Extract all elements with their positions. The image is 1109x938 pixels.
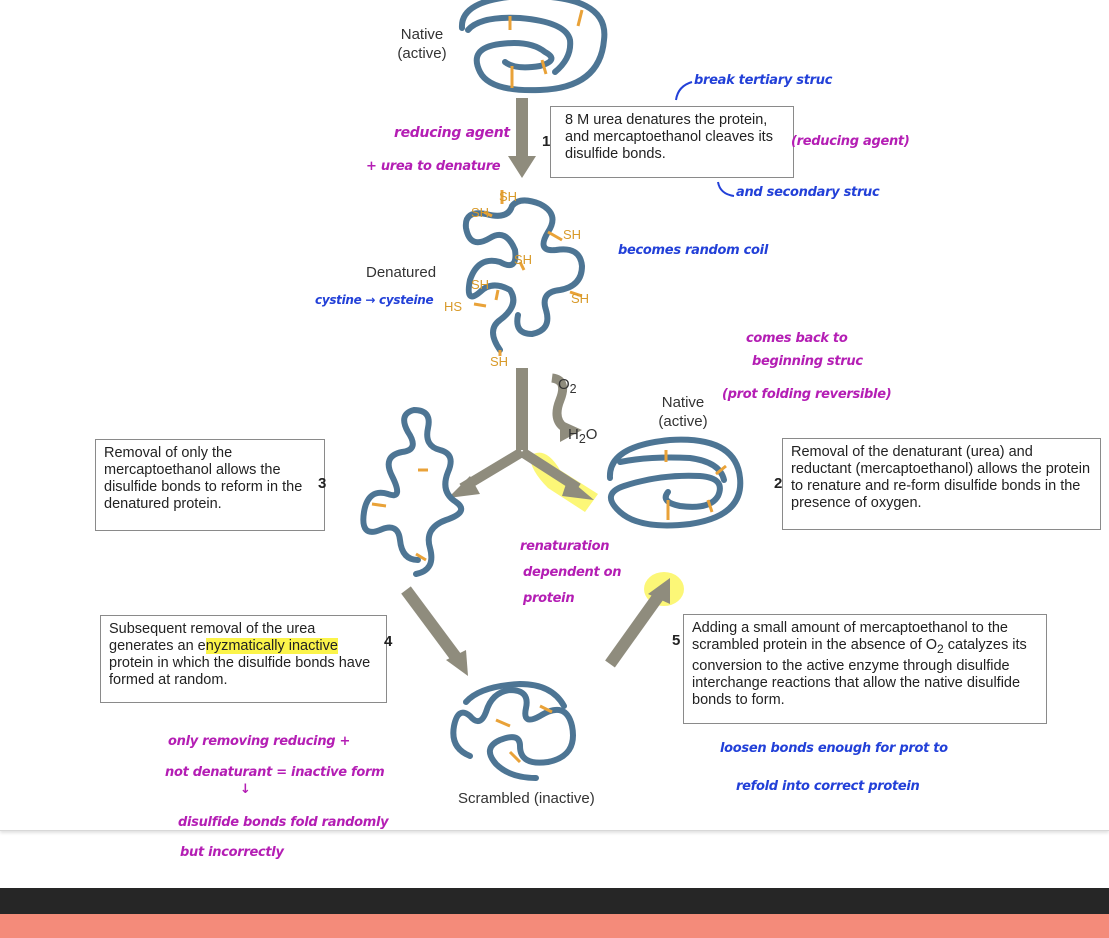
sh-label-2: SH [471, 203, 489, 222]
native-protein-top [462, 0, 604, 90]
note-urea-to-denature: + urea to denature [366, 158, 500, 175]
note-only-removing-2: not denaturant = inactive form [165, 764, 384, 781]
sh-label-6: SH [571, 289, 589, 308]
note-comes-back-2: beginning struc [752, 353, 863, 370]
step-4-box: Subsequent removal of the urea generates… [100, 615, 387, 703]
note-comes-back-1: comes back to [746, 330, 847, 347]
note-secondary-struc: and secondary struc [736, 184, 879, 201]
hand-arrow-secondary [718, 182, 734, 196]
step-5-box: Adding a small amount of mercaptoethanol… [683, 614, 1047, 724]
reoxidized-denatured-protein [363, 410, 461, 574]
note-comes-back-3: (prot folding reversible) [722, 386, 891, 403]
step-1-number: 1 [542, 133, 550, 150]
arrow-step-4 [406, 590, 458, 660]
hs-label: HS [444, 297, 462, 316]
note-renaturation-3: protein [523, 590, 574, 607]
note-break-tertiary: break tertiary struc [694, 72, 832, 89]
note-reducing-agent: reducing agent [394, 125, 510, 142]
step-2-text: Removal of the denaturant (urea) and red… [791, 444, 1090, 511]
step-3-text: Removal of only the mercaptoethanol allo… [104, 445, 302, 512]
native-protein-right [610, 440, 740, 526]
note-renaturation-2: dependent on [523, 564, 621, 581]
step-2-box: Removal of the denaturant (urea) and red… [782, 438, 1101, 530]
note-only-removing-1: only removing reducing + [168, 733, 350, 750]
note-renaturation-1: renaturation [520, 538, 609, 555]
h2o-label: H2O [568, 425, 597, 449]
note-reducing-agent-paren: (reducing agent) [791, 133, 909, 150]
step-4-number: 4 [384, 633, 392, 650]
sh-label-4: SH [514, 250, 532, 269]
step-5-subscript: 2 [937, 642, 944, 656]
sh-label-3: SH [563, 225, 581, 244]
sh-label-5: SH [471, 275, 489, 294]
native-right-label: Native (active) [648, 393, 718, 431]
step-3-number: 3 [318, 475, 326, 492]
note-random-coil: becomes random coil [618, 242, 768, 259]
step-5-number: 5 [672, 632, 680, 649]
step-4-highlight: nyzmatically inactive [206, 638, 338, 654]
scrambled-label: Scrambled (inactive) [458, 789, 595, 808]
hand-arrow-break [676, 82, 692, 100]
step-4-text-b: protein in which the disulfide bonds hav… [109, 655, 370, 688]
sh-label-7: SH [490, 352, 508, 371]
native-top-label: Native (active) [387, 25, 457, 63]
step-1-box: 8 M urea denatures the protein, and merc… [550, 106, 794, 178]
o2-label: O2 [558, 375, 577, 399]
arrow-step-1-head [508, 156, 536, 178]
note-cystine: cystine → cysteine [315, 292, 433, 309]
arrow-step-5 [610, 594, 660, 664]
sh-label-1: SH [499, 187, 517, 206]
note-loosen-1: loosen bonds enough for prot to [720, 740, 948, 757]
note-disulfide-1: disulfide bonds fold randomly [178, 814, 388, 831]
bottom-accent-bar [0, 914, 1109, 938]
scrambled-protein [453, 684, 573, 778]
denatured-label: Denatured [366, 263, 436, 282]
step-2-number: 2 [774, 475, 782, 492]
bottom-dark-bar [0, 888, 1109, 914]
note-arrow-down: ↓ [240, 781, 251, 798]
step-1-text: 8 M urea denatures the protein, and merc… [565, 112, 773, 162]
step-3-box: Removal of only the mercaptoethanol allo… [95, 439, 325, 531]
note-disulfide-2: but incorrectly [180, 844, 284, 861]
note-loosen-2: refold into correct protein [736, 778, 920, 795]
